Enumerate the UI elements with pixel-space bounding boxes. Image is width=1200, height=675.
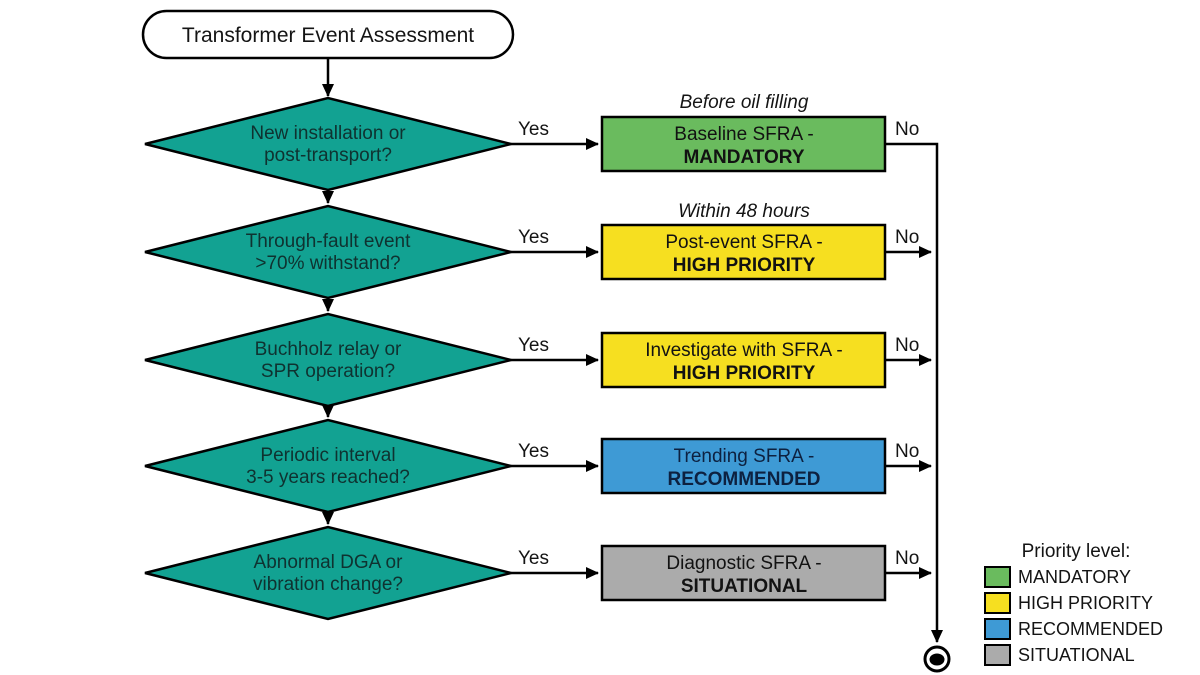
decision-4-diamond xyxy=(144,418,512,514)
yes-label-4: Yes xyxy=(518,441,549,462)
row-1: New installation or post-transport? Yes … xyxy=(144,92,919,192)
outcome-5-line2: SITUATIONAL xyxy=(681,576,808,597)
outcome-1-box xyxy=(600,115,887,173)
legend-swatch-recommended xyxy=(984,618,1011,640)
start-node: Transformer Event Assessment xyxy=(141,9,515,60)
legend-label-recommended: RECOMMENDED xyxy=(1018,619,1163,639)
terminal-node xyxy=(923,645,951,673)
outcome-5-line1: Diagnostic SFRA - xyxy=(666,553,821,574)
legend: Priority level: MANDATORY HIGH PRIORITY … xyxy=(984,541,1163,666)
decision-5-diamond xyxy=(144,525,512,621)
outcome-4-line2: RECOMMENDED xyxy=(667,469,820,490)
outcome-1-line1: Baseline SFRA - xyxy=(674,124,813,145)
legend-label-situational: SITUATIONAL xyxy=(1018,645,1135,665)
decision-2-diamond xyxy=(144,204,512,300)
no-rail-line xyxy=(885,142,943,643)
decision-4-line2: 3-5 years reached? xyxy=(246,467,410,488)
no-label-2: No xyxy=(895,227,919,248)
outcome-4-line1: Trending SFRA - xyxy=(674,446,815,467)
yes-label-1: Yes xyxy=(518,119,549,140)
no-label-4: No xyxy=(895,441,919,462)
legend-title: Priority level: xyxy=(1022,541,1131,562)
legend-label-mandatory: MANDATORY xyxy=(1018,567,1131,587)
outcome-2-line2: HIGH PRIORITY xyxy=(673,255,816,276)
no-label-3: No xyxy=(895,335,919,356)
decision-4-line1: Periodic interval xyxy=(260,445,395,466)
row-2: Through-fault event >70% withstand? Yes … xyxy=(144,201,932,300)
terminal-inner-dot xyxy=(929,653,945,666)
decision-3-line2: SPR operation? xyxy=(261,361,395,382)
decision-2-line2: >70% withstand? xyxy=(255,253,400,274)
annotation-2: Within 48 hours xyxy=(678,201,810,222)
annotation-1: Before oil filling xyxy=(680,92,809,113)
decision-1-line1: New installation or xyxy=(250,123,406,144)
outcome-3-box xyxy=(600,331,887,389)
decision-5-line1: Abnormal DGA or xyxy=(254,552,404,573)
decision-2-line1: Through-fault event xyxy=(246,231,411,252)
outcome-2-box xyxy=(600,223,887,281)
legend-swatch-situational xyxy=(984,644,1011,666)
no-label-5: No xyxy=(895,548,919,569)
outcome-3-line2: HIGH PRIORITY xyxy=(673,363,816,384)
decision-1-diamond xyxy=(144,96,512,192)
decision-3-line1: Buchholz relay or xyxy=(255,339,402,360)
row-5: Abnormal DGA or vibration change? Yes Di… xyxy=(144,525,932,621)
legend-swatch-high-priority xyxy=(984,592,1011,614)
yes-label-5: Yes xyxy=(518,548,549,569)
outcome-2-line1: Post-event SFRA - xyxy=(665,232,822,253)
no-label-1: No xyxy=(895,119,919,140)
decision-1-line2: post-transport? xyxy=(264,145,392,166)
row-4: Periodic interval 3-5 years reached? Yes… xyxy=(144,418,932,514)
legend-label-high-priority: HIGH PRIORITY xyxy=(1018,593,1153,613)
outcome-4-box xyxy=(600,437,887,495)
decision-5-line2: vibration change? xyxy=(253,574,403,595)
legend-swatch-mandatory xyxy=(984,566,1011,588)
outcome-3-line1: Investigate with SFRA - xyxy=(645,340,842,361)
yes-label-3: Yes xyxy=(518,335,549,356)
row-3: Buchholz relay or SPR operation? Yes Inv… xyxy=(144,312,932,408)
start-node-label: Transformer Event Assessment xyxy=(182,24,474,47)
outcome-1-line2: MANDATORY xyxy=(683,147,804,168)
yes-label-2: Yes xyxy=(518,227,549,248)
decision-3-diamond xyxy=(144,312,512,408)
